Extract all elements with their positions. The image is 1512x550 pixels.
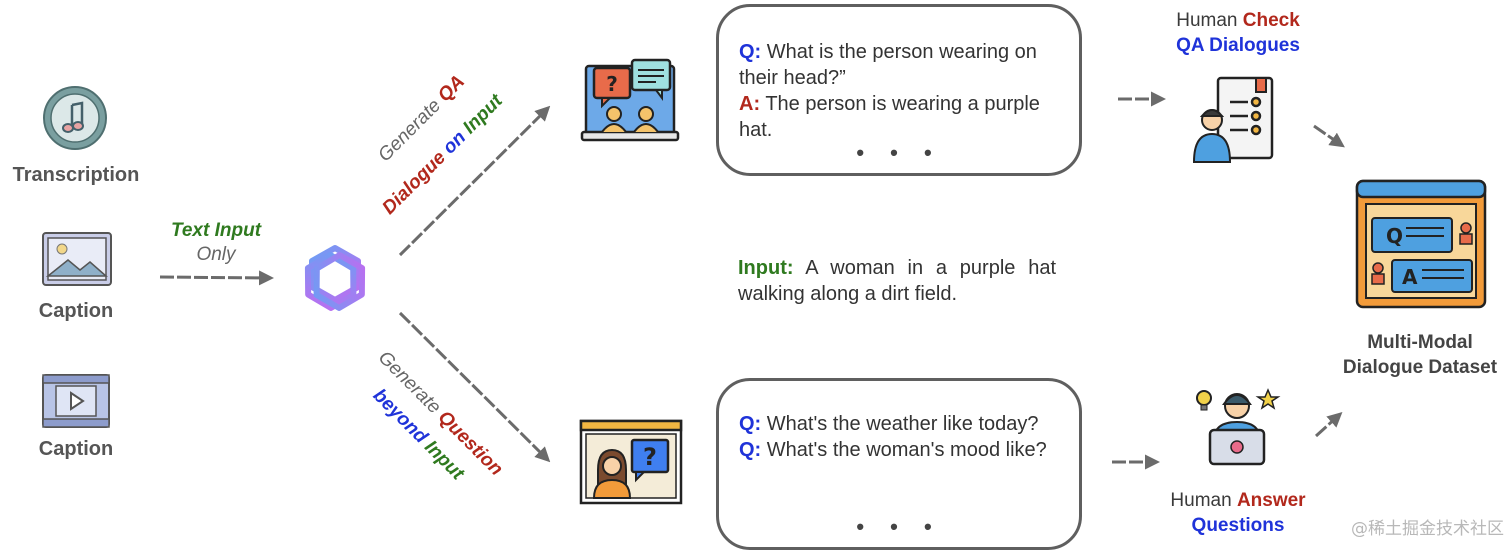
music-disc-icon bbox=[42, 85, 108, 151]
qa-ellipsis: • • • bbox=[856, 140, 942, 165]
question-ellipsis: • • • bbox=[856, 514, 942, 539]
arrow-upper-branch bbox=[398, 105, 551, 257]
input-caption-text: Input: A woman in a purple hat walking a… bbox=[738, 257, 1056, 305]
svg-text:?: ? bbox=[606, 72, 618, 96]
question-2: Q: What's the woman's mood like? bbox=[739, 439, 1047, 461]
arrow-check-to-dataset bbox=[1313, 124, 1345, 148]
arrow-to-model bbox=[159, 270, 274, 286]
video-icon bbox=[42, 374, 110, 428]
human-answer-label: Human Answer Questions bbox=[1170, 490, 1306, 536]
dataset-window-icon: Q A bbox=[1355, 179, 1487, 309]
svg-text:?: ? bbox=[643, 443, 657, 471]
question-1: Q: What's the weather like today? bbox=[739, 413, 1039, 435]
arrow-lower-branch bbox=[398, 311, 551, 463]
transcription-label: Transcription bbox=[12, 164, 140, 186]
caption-label-2: Caption bbox=[38, 438, 114, 460]
dataset-label: Multi-Modal Dialogue Dataset bbox=[1342, 332, 1498, 378]
qa-chat-laptop-icon: ? bbox=[580, 58, 680, 144]
checklist-person-icon bbox=[1192, 76, 1276, 164]
svg-text:A: A bbox=[1402, 265, 1418, 289]
question-bubble: Q: What's the weather like today? Q: Wha… bbox=[716, 378, 1082, 550]
caption-label-1: Caption bbox=[38, 300, 114, 322]
arrow-answer-to-dataset bbox=[1314, 411, 1343, 438]
svg-text:Q: Q bbox=[1386, 224, 1403, 248]
text-input-label: Text Input Only bbox=[170, 220, 262, 265]
person-laptop-icon bbox=[1194, 384, 1281, 470]
qa-question: Q: What is the person wearing on their h… bbox=[739, 41, 1037, 89]
qa-dialogue-bubble: Q: What is the person wearing on their h… bbox=[716, 4, 1082, 176]
openai-model-icon bbox=[296, 240, 374, 318]
human-check-label: Human Check QA Dialogues bbox=[1176, 10, 1300, 56]
question-screen-icon: ? bbox=[579, 419, 683, 505]
image-icon bbox=[42, 232, 112, 286]
watermark: @稀土掘金技术社区 bbox=[1351, 519, 1504, 539]
qa-answer: A: The person is wearing a purple hat. bbox=[739, 93, 1040, 141]
